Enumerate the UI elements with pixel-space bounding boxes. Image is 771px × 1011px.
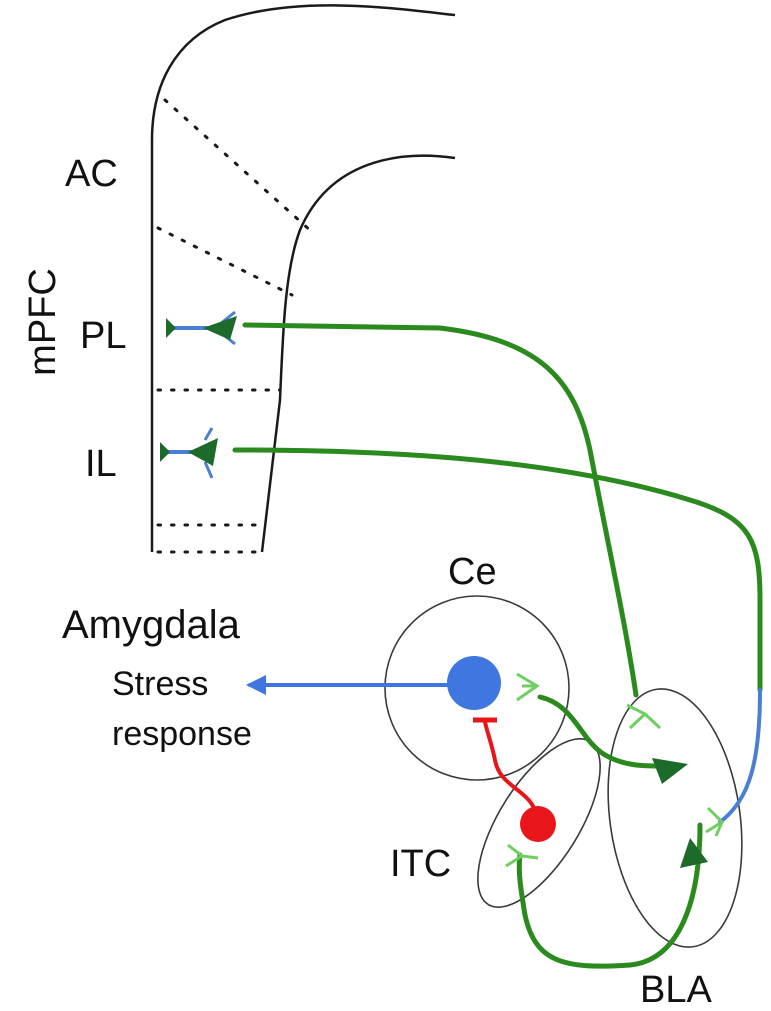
bla-to-itc-projection xyxy=(516,822,703,969)
il-to-bla-projection xyxy=(232,447,763,693)
amygdala-label: Amygdala xyxy=(62,603,241,647)
ce-to-bla-projection xyxy=(537,694,681,769)
mpfc-outline xyxy=(150,4,456,554)
boundary-ac-top xyxy=(163,98,314,234)
mpfc-label: mPFC xyxy=(22,268,64,376)
stress-response-label-line2: response xyxy=(112,715,252,753)
il-label: IL xyxy=(85,443,117,485)
pl-label: PL xyxy=(80,315,126,357)
ac-label: AC xyxy=(65,153,118,195)
bla-right-synapse-terminal-icon xyxy=(705,806,725,837)
bla-label: BLA xyxy=(640,969,712,1011)
mpfc-outer-contour xyxy=(150,4,456,552)
ce-synapse-terminal-icon xyxy=(516,672,540,702)
pl-dendritic-tuft-icon xyxy=(166,318,176,338)
bla-upper-synapse-terminal-icon xyxy=(626,703,662,730)
il-soma-icon xyxy=(188,438,218,466)
ce-label: Ce xyxy=(448,551,497,593)
itc-inhibitory-neuron xyxy=(520,806,556,842)
il-pyramidal-neuron xyxy=(160,427,218,479)
bla-to-pl-projection xyxy=(242,322,639,698)
itc-label: ITC xyxy=(390,843,451,885)
itc-synapse-terminal-icon xyxy=(505,843,539,868)
il-dendritic-tuft-icon xyxy=(160,442,170,462)
pl-soma-icon xyxy=(203,316,237,340)
itc-to-ce-inhibitory-projection xyxy=(483,721,539,823)
il-basal-dendrites xyxy=(203,427,214,479)
boundary-ac-pl xyxy=(156,226,294,297)
pl-pyramidal-neuron xyxy=(166,310,237,346)
bla-nucleus-outline xyxy=(607,688,743,948)
bla-lower-pyramidal-soma-icon xyxy=(680,838,708,868)
mpfc-inner-contour xyxy=(260,154,456,553)
bla-upper-pyramidal-soma-icon xyxy=(652,758,688,784)
bla-blue-output-segment xyxy=(718,688,762,824)
stress-response-label-line1: Stress xyxy=(112,665,208,703)
ce-nucleus-outline xyxy=(384,595,570,781)
ce-output-neuron xyxy=(447,656,501,710)
